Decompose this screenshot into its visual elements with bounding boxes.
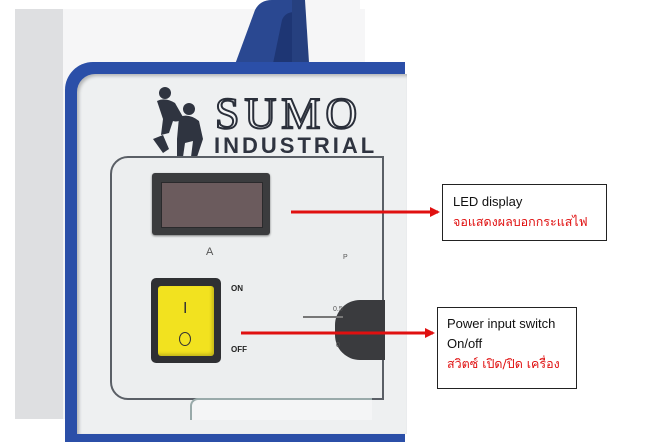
led-screen [161, 182, 263, 228]
led-unit-label: A [206, 246, 214, 258]
power-callout-thai: สวิตซ์ เปิด/ปิด เครื่อง [447, 356, 560, 371]
power-switch-callout: Power input switch On/off สวิตซ์ เปิด/ปิ… [437, 307, 577, 389]
current-knob[interactable] [335, 300, 385, 360]
brand-logo-industrial: INDUSTRIAL [214, 133, 378, 158]
sumo-wrestler-logo-icon [153, 87, 203, 157]
photo-background-left [15, 9, 63, 419]
switch-on-symbol: I [183, 300, 188, 317]
led-callout-thai: จอแสดงผลบอกกระแสไฟ [453, 214, 588, 229]
knob-mark: 0 [336, 342, 340, 349]
knob-mark: 0.5 [333, 306, 343, 313]
led-callout-title: LED display [453, 194, 523, 209]
led-display-callout: LED display จอแสดงผลบอกกระแสไฟ [442, 184, 607, 241]
knob-mark: P [343, 254, 348, 261]
power-callout-title-1: Power input switch [447, 316, 556, 331]
switch-on-label: ON [231, 284, 243, 293]
knob-scale-line [303, 316, 343, 318]
switch-off-symbol-icon [179, 332, 191, 346]
brand-logo-sumo: SUMO [214, 88, 363, 139]
panel-lower-slot [190, 398, 372, 420]
switch-off-label: OFF [231, 345, 247, 354]
led-display [152, 173, 270, 235]
power-callout-title-2: On/off [447, 336, 483, 351]
